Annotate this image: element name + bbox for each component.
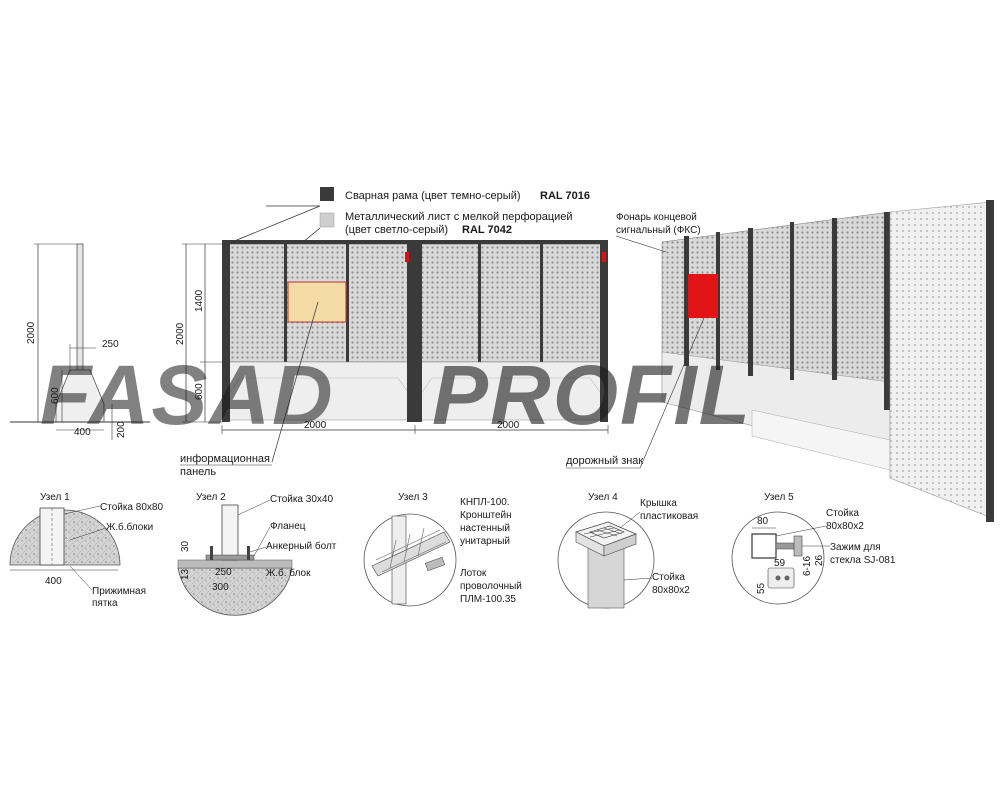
- node5-title: Узел 5: [764, 492, 794, 503]
- node2-d30: 30: [180, 540, 191, 552]
- lamp-label-2: сигнальный (ФКС): [616, 225, 701, 236]
- legend-sheet-line1: Металлический лист с мелкой перфорацией: [345, 211, 573, 223]
- signal-lamp: [405, 252, 409, 262]
- lamp-label-1: Фонарь концевой: [616, 212, 697, 223]
- node4-post-2: 80х80х2: [652, 585, 690, 596]
- elev-span2: 2000: [497, 420, 520, 431]
- node-5: Узел 5 80 59 55 6-16 26 Стойка 80х80х2 З…: [731, 492, 896, 605]
- node5-d55: 55: [756, 582, 767, 594]
- node5-clamp-1: Зажим для: [830, 542, 881, 553]
- node3-l2: Кронштейн: [460, 510, 512, 521]
- node-3: Узел 3 КНПЛ-100. Кронштейн настенный уни…: [363, 492, 522, 607]
- info-panel-label-2: панель: [180, 466, 216, 478]
- node3-l5: Лоток: [460, 568, 487, 579]
- elev-upper-height: 1400: [194, 289, 205, 312]
- node3-l4: унитарный: [460, 536, 510, 547]
- side-view: 2000 250 600 400 200: [10, 243, 150, 440]
- node5-d26: 26: [814, 554, 825, 566]
- node1-title: Узел 1: [40, 492, 70, 503]
- node5-d616: 6-16: [802, 556, 813, 576]
- node5-clamp-2: стекла SJ-081: [830, 555, 896, 566]
- node1-blocks: Ж.б.блоки: [106, 521, 153, 533]
- node1-heel-1: Прижимная: [92, 586, 146, 597]
- elev-total-height: 2000: [175, 322, 186, 345]
- legend-sheet-line2: (цвет светло-серый): [345, 224, 448, 236]
- node5-d59: 59: [774, 558, 786, 569]
- node3-l1: КНПЛ-100.: [460, 497, 510, 508]
- node5-post-2: 80х80х2: [826, 521, 864, 532]
- road-sign: [688, 274, 718, 318]
- node2-title: Узел 2: [196, 492, 226, 503]
- node1-width: 400: [45, 576, 62, 587]
- node2-d250: 250: [215, 567, 232, 578]
- node1-heel-2: пятка: [92, 598, 118, 609]
- legend-sheet-ral: RAL 7042: [462, 224, 512, 236]
- legend-frame-swatch: [320, 187, 334, 201]
- node2-d300: 300: [212, 582, 229, 593]
- node3-title: Узел 3: [398, 492, 428, 503]
- node4-title: Узел 4: [588, 492, 618, 503]
- node3-l6: проволочный: [460, 581, 522, 592]
- side-height-label: 2000: [26, 321, 37, 344]
- svg-text:PROFIL: PROFIL: [432, 348, 752, 442]
- node-1: Узел 1 400 Стойка 80х80 Ж.б.блоки Прижим…: [9, 492, 163, 609]
- side-base-height-label: 600: [50, 387, 61, 404]
- info-panel-label-1: информационная: [180, 453, 270, 465]
- side-foot-height-label: 200: [116, 421, 127, 438]
- signal-lamp: [602, 252, 606, 262]
- node-4: Узел 4 Крышка пластиковая Стойка 80х80х2: [557, 492, 698, 609]
- node2-flange: Фланец: [270, 521, 306, 532]
- watermark: FASAD PROFIL: [40, 348, 752, 442]
- svg-text:FASAD: FASAD: [40, 348, 335, 442]
- node2-d13: 13: [180, 568, 191, 580]
- node1-post: Стойка 80х80: [100, 502, 163, 513]
- node5-post-1: Стойка: [826, 508, 859, 519]
- front-elevation: 2000 1400 600 2000 2000 информационная п…: [175, 240, 609, 478]
- node2-post: Стойка 30х40: [270, 494, 333, 505]
- perspective-view: Фонарь концевой сигнальный (ФКС) дорожны…: [566, 200, 994, 522]
- elev-span1: 2000: [304, 420, 327, 431]
- node3-l7: ПЛМ-100.35: [460, 594, 516, 605]
- road-sign-label: дорожный знак: [566, 455, 643, 467]
- side-base-width-label: 400: [74, 427, 91, 438]
- legend-frame-text: Сварная рама (цвет темно-серый): [345, 190, 521, 202]
- node2-anchor: Анкерный болт: [266, 540, 337, 552]
- node5-d80: 80: [757, 516, 769, 527]
- legend-sheet-swatch: [319, 212, 335, 228]
- legend: Сварная рама (цвет темно-серый) RAL 7016…: [231, 187, 590, 269]
- legend-frame-ral: RAL 7016: [540, 190, 590, 202]
- side-top-width-label: 250: [102, 339, 119, 350]
- node2-block: Ж.б. блок: [266, 567, 311, 579]
- node4-cap-2: пластиковая: [640, 511, 698, 522]
- node3-l3: настенный: [460, 523, 510, 534]
- elev-lower-height: 600: [194, 383, 205, 400]
- node-2: Узел 2 30 13 250 300 Стойка 30х40 Фланец…: [177, 492, 337, 616]
- node4-post-1: Стойка: [652, 572, 685, 583]
- node4-cap-1: Крышка: [640, 498, 677, 509]
- info-panel: [287, 281, 347, 323]
